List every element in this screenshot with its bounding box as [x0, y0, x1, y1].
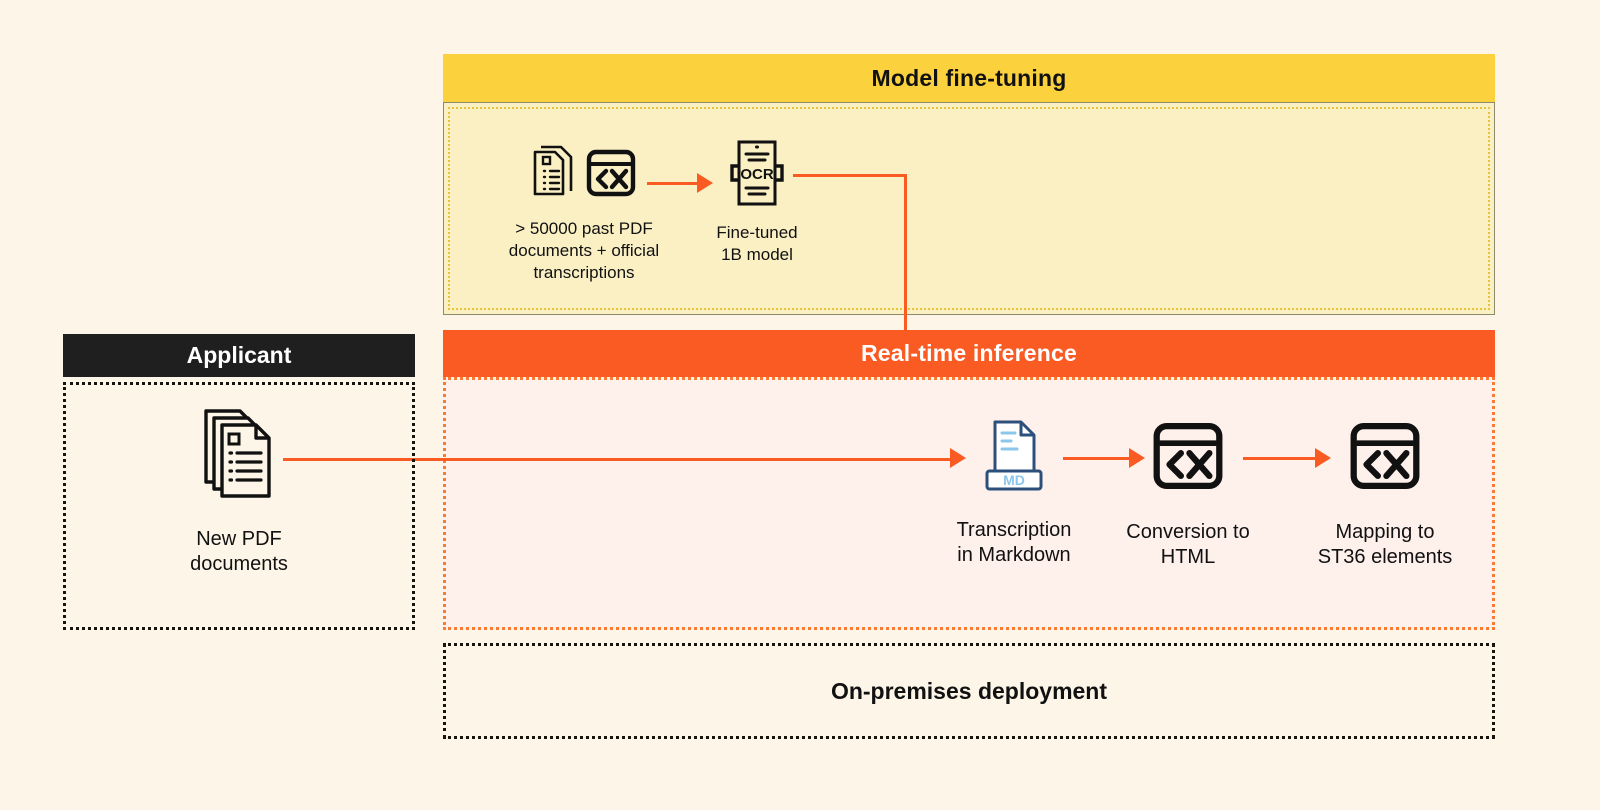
arrow-training-to-model	[647, 173, 713, 193]
code-window-icon	[1350, 422, 1420, 490]
training-data-caption: > 50000 past PDF documents + official tr…	[508, 219, 660, 283]
node-transcription-markdown: MD Transcription in Markdown	[944, 416, 1084, 568]
section-onpremises-deployment: On-premises deployment	[443, 643, 1495, 739]
arrow-markdown-to-html	[1063, 448, 1145, 468]
finetuned-model-caption: Fine-tuned 1B model	[716, 223, 798, 265]
conversion-html-caption: Conversion to HTML	[1126, 521, 1250, 568]
document-list-icon	[533, 145, 573, 196]
section-title-realtime-inference: Real-time inference	[861, 340, 1077, 366]
conversion-html-icons	[1118, 418, 1258, 494]
section-title-onpremises-deployment: On-premises deployment	[830, 677, 1108, 704]
section-header-model-finetuning: Model fine-tuning	[443, 54, 1495, 102]
section-header-applicant: Applicant	[63, 334, 415, 377]
connector-model-horizontal	[793, 174, 907, 177]
node-finetuned-model: OCR Fine-tuned 1B model	[707, 138, 807, 266]
section-title-applicant: Applicant	[186, 342, 292, 368]
section-title-model-finetuning: Model fine-tuning	[871, 64, 1067, 91]
section-body-inner-border	[448, 107, 1490, 310]
connector-model-vertical	[904, 174, 907, 460]
mapping-st36-caption: Mapping to ST36 elements	[1317, 521, 1453, 568]
section-body-applicant	[63, 382, 415, 630]
ocr-scan-icon: OCR	[730, 140, 784, 206]
node-new-pdf-documents: New PDF documents	[164, 405, 314, 577]
markdown-icons: MD	[944, 416, 1084, 494]
markdown-file-icon: MD	[985, 420, 1043, 491]
stacked-documents-icon	[204, 409, 271, 498]
arrow-flow-to-markdown	[950, 448, 966, 468]
mapping-st36-icons	[1306, 418, 1464, 494]
node-mapping-st36: Mapping to ST36 elements	[1306, 418, 1464, 570]
training-data-icons	[489, 140, 679, 206]
transcription-markdown-caption: Transcription in Markdown	[956, 519, 1072, 566]
section-body-model-finetuning	[443, 102, 1495, 315]
new-pdf-documents-icons	[164, 405, 314, 505]
arrow-html-to-st36	[1243, 448, 1331, 468]
section-body-realtime-inference	[443, 377, 1495, 630]
node-conversion-html: Conversion to HTML	[1118, 418, 1258, 570]
connector-main-flow-line	[283, 458, 955, 461]
ocr-icon-label: OCR	[740, 166, 774, 183]
node-training-data: > 50000 past PDF documents + official tr…	[489, 140, 679, 284]
section-header-realtime-inference: Real-time inference	[443, 330, 1495, 377]
new-pdf-documents-caption: New PDF documents	[190, 528, 288, 575]
finetuned-model-icons: OCR	[707, 138, 807, 208]
markdown-icon-label: MD	[1003, 472, 1025, 488]
code-window-icon	[586, 149, 636, 197]
code-window-icon	[1153, 422, 1223, 490]
